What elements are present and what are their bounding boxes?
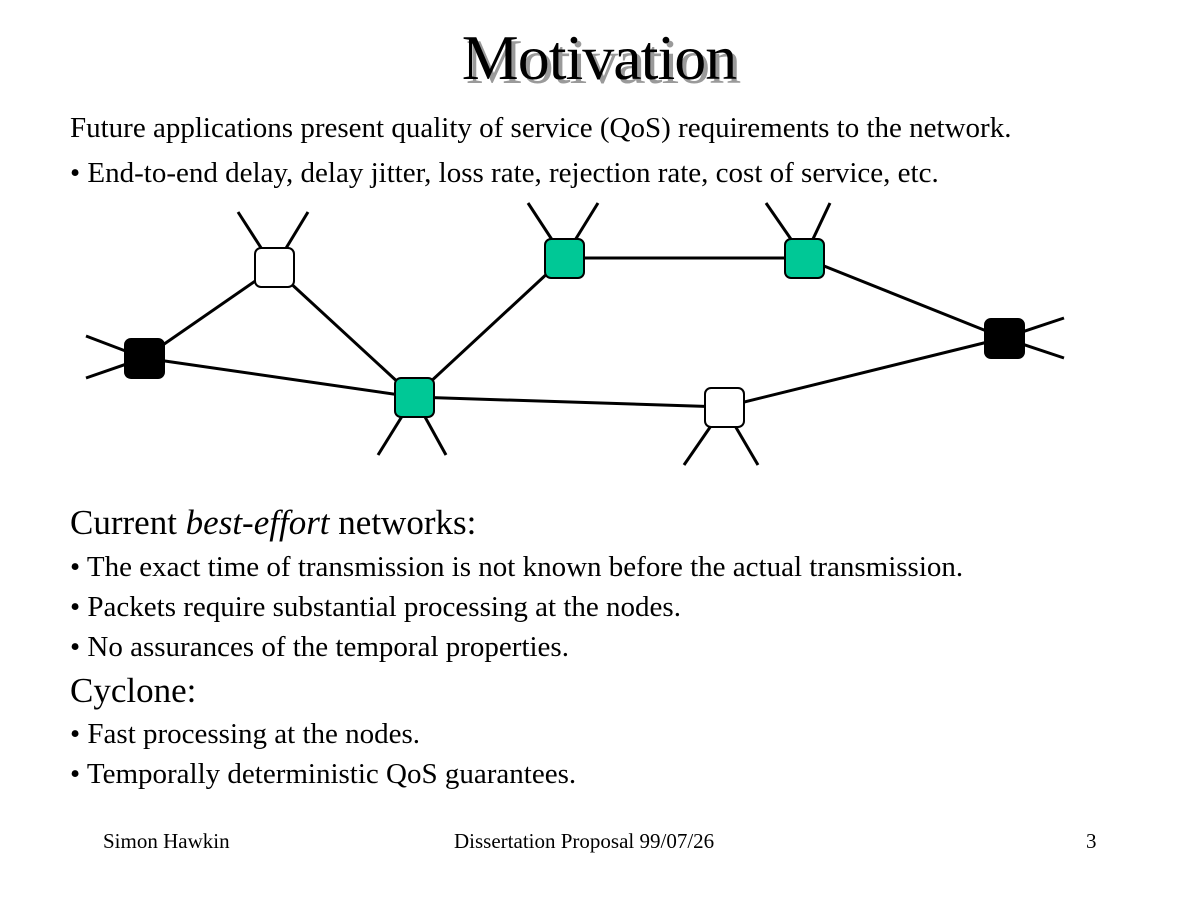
link-top-right-right-end: [803, 256, 1005, 340]
cyclone-heading: Cyclone:: [70, 671, 197, 710]
node-mid-bottom: [394, 377, 435, 418]
current-bullet-1: • The exact time of transmission is not …: [70, 551, 964, 583]
slide-title: Motivation: [461, 22, 737, 93]
node-left-end: [124, 338, 165, 379]
intro-text: Future applications present quality of s…: [70, 112, 1012, 144]
link-mid-bottom-bottom-right: [413, 395, 725, 409]
node-bottom-right: [704, 387, 745, 428]
footer-page-number: 3: [1086, 829, 1097, 853]
link-group: [143, 256, 1005, 409]
current-heading-pre: Current: [70, 503, 186, 542]
node-right-end: [984, 318, 1025, 359]
current-bullet-2: • Packets require substantial processing…: [70, 591, 681, 623]
node-group: [124, 238, 1025, 428]
cyclone-bullet-2: • Temporally deterministic QoS guarantee…: [70, 758, 577, 790]
footer-author: Simon Hawkin: [103, 829, 230, 853]
link-bottom-right-right-end: [723, 336, 1005, 409]
current-networks-heading: Current best-effort networks:: [70, 502, 476, 544]
link-left-end-top-left: [143, 266, 275, 360]
node-top-left: [254, 247, 295, 288]
link-left-end-mid-bottom: [143, 356, 415, 399]
current-heading-post: networks:: [329, 503, 477, 542]
cyclone-bullet-1: • Fast processing at the nodes.: [70, 718, 421, 750]
current-bullet-3: • No assurances of the temporal properti…: [70, 631, 569, 663]
node-top-right: [784, 238, 825, 279]
link-mid-bottom-top-mid: [412, 256, 566, 399]
footer-center: Dissertation Proposal 99/07/26: [454, 829, 715, 853]
intro-bullet: • End-to-end delay, delay jitter, loss r…: [70, 157, 939, 189]
link-top-left-mid-bottom: [272, 266, 416, 399]
current-heading-em: best-effort: [185, 503, 330, 542]
node-top-mid: [544, 238, 585, 279]
